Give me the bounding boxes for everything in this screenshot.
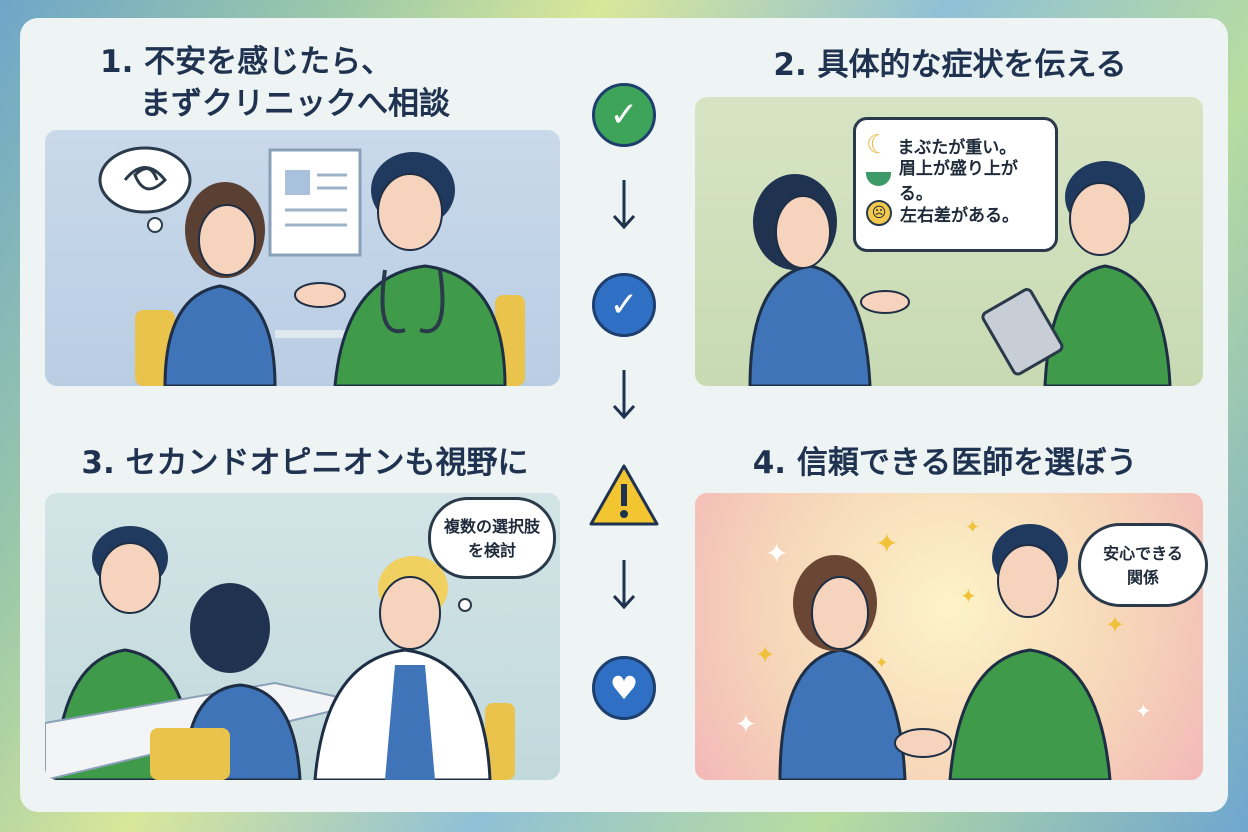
step3-title: 3. セカンドオピニオンも視野に: [81, 445, 529, 481]
sad-face-icon: ☹: [866, 200, 892, 226]
svg-text:✦: ✦: [1135, 699, 1152, 723]
svg-text:✦: ✦: [765, 537, 788, 570]
step1-illustration: [45, 130, 560, 386]
symptom-text: 眉上が盛り上がる。: [898, 159, 1018, 204]
arrow-down-icon: [612, 560, 636, 610]
svg-text:✦: ✦: [875, 527, 898, 560]
symptom-text: まぶたが重い。: [897, 137, 1017, 158]
bubble-line: 複数の選択肢: [443, 517, 540, 536]
svg-text:✦: ✦: [875, 653, 888, 672]
svg-text:✦: ✦: [1105, 611, 1125, 639]
step1-title-line1: 1. 不安を感じたら、: [100, 44, 393, 80]
symptoms-speech-bubble: ☾ まぶたが重い。 眉上が盛り上がる。 ☹ 左右差がある。: [853, 117, 1058, 252]
warning-icon: [589, 464, 659, 526]
svg-text:✦: ✦: [965, 517, 980, 538]
step1-title-line2: まずクリニックへ相談: [140, 86, 450, 122]
bowl-icon: [866, 172, 891, 186]
svg-text:✦: ✦: [735, 710, 757, 740]
thought-bubble: 複数の選択肢 を検討: [428, 497, 556, 579]
symptom-text: 左右差がある。: [900, 205, 1019, 226]
bubble-line: を検討: [467, 541, 516, 560]
bubble-line: 安心できる: [1103, 544, 1183, 563]
step4-title: 4. 信頼できる医師を選ぼう: [752, 445, 1138, 481]
check-green-icon: ✓: [592, 83, 656, 147]
bubble-line: 関係: [1126, 568, 1159, 587]
speech-bubble: 安心できる 関係: [1078, 523, 1208, 607]
heart-icon: ♥: [592, 656, 656, 720]
arrow-down-icon: [612, 370, 636, 420]
arrow-down-icon: [612, 180, 636, 230]
moon-sleep-icon: ☾: [866, 130, 890, 160]
svg-text:✦: ✦: [960, 584, 977, 608]
step2-title: 2. 具体的な症状を伝える: [773, 47, 1127, 83]
svg-text:✦: ✦: [755, 641, 775, 669]
check-blue-icon: ✓: [592, 273, 656, 337]
